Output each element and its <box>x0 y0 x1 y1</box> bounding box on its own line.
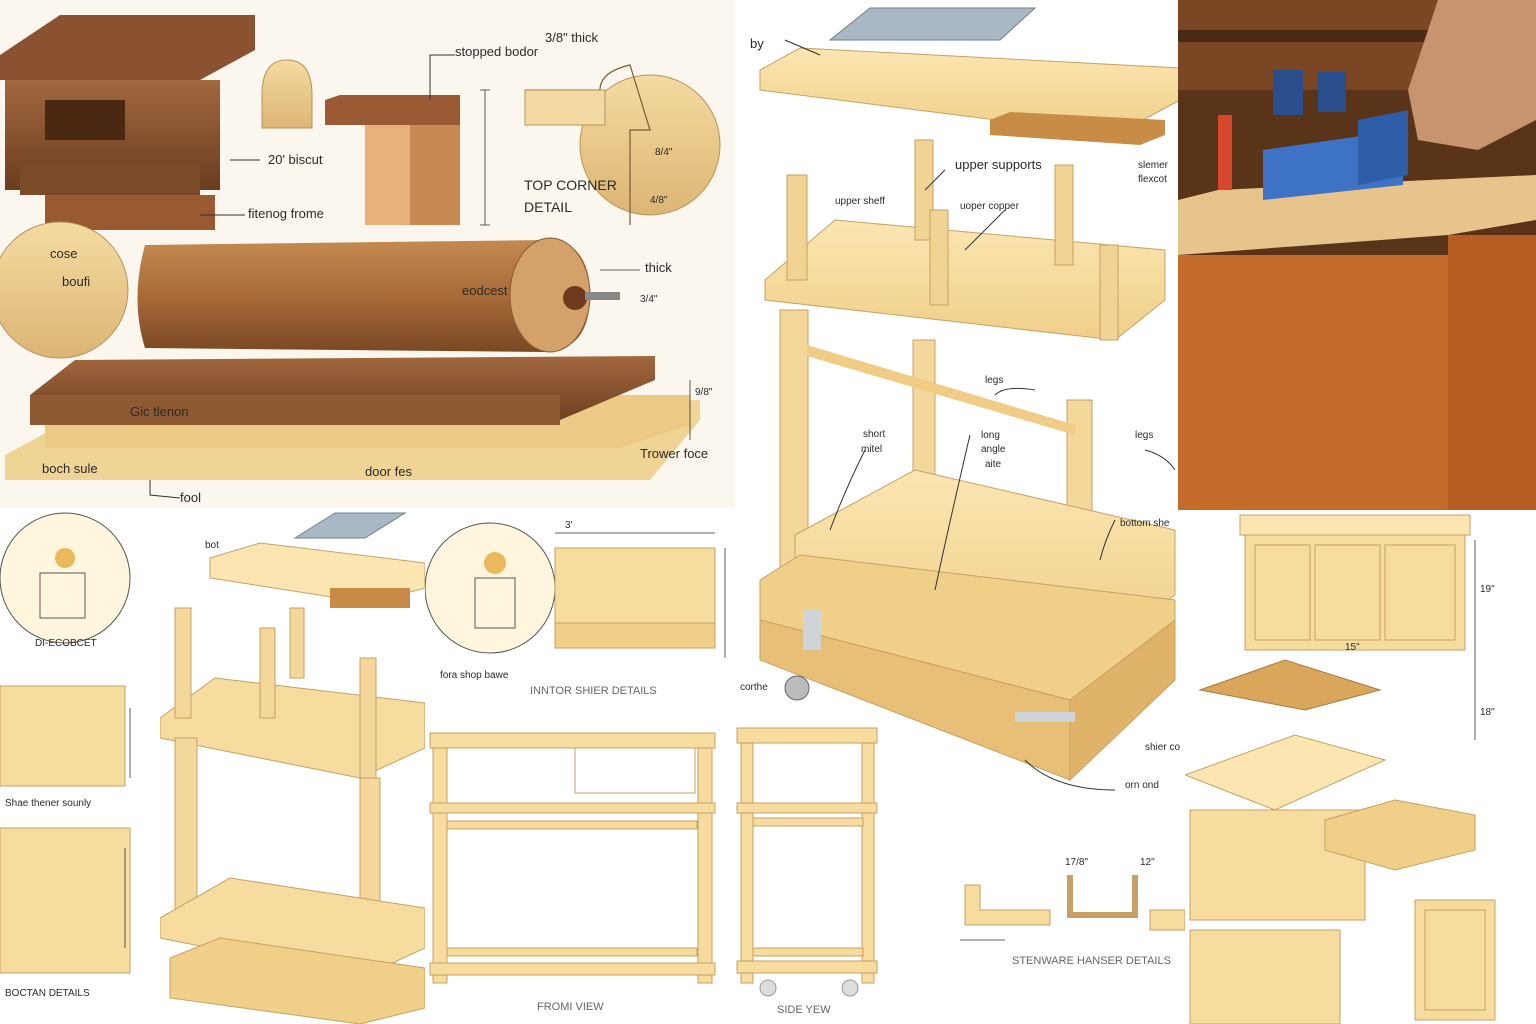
label-bot: bot <box>205 540 219 551</box>
label-biscut: 20' biscut <box>268 152 323 167</box>
tenon-block <box>325 95 460 225</box>
label-fool: fool <box>180 490 201 505</box>
label-upper-shelf: upper sheff <box>835 196 885 207</box>
cabinet-front <box>1239 514 1476 740</box>
label-angle: angle <box>981 444 1006 455</box>
label-thick: 3/8" thick <box>545 30 599 45</box>
label-mitel: mitel <box>861 444 882 455</box>
label-dim3: 18" <box>1480 707 1495 718</box>
label-front-view: FROMI VIEW <box>537 1001 604 1013</box>
label-tlenon: Gic tlenon <box>130 404 189 419</box>
label-d2: 12" <box>1140 857 1155 868</box>
interior-shelf-panel: 3' fora shop bawe INNTOR SHIER DETAILS <box>425 508 735 713</box>
label-shae: Shae thener sounly <box>5 798 91 809</box>
upper-shelf <box>764 139 1166 341</box>
label-dim: 3' <box>565 520 573 531</box>
label-upper-supports: upper supports <box>955 157 1042 172</box>
cabinet-panel: 19" 15" 18" <box>1185 510 1536 1024</box>
round-log <box>137 237 620 353</box>
label-bottom-shelf: bottom she <box>1120 518 1170 529</box>
label-interior: INNTOR SHIER DETAILS <box>530 685 657 697</box>
label-dim1: 19" <box>1480 584 1495 595</box>
label-fitenog: fitenog frome <box>248 206 324 221</box>
label-stopped: stopped bodor <box>455 44 539 59</box>
label-frac1: 3/4" <box>640 294 658 305</box>
mortise-block <box>0 15 255 230</box>
label-legs-1: legs <box>985 375 1003 386</box>
exploded-cart-panel: by upper sheff upper supports uoper copp… <box>735 0 1180 830</box>
left-details-panel: DI-ECOBCET Shae thener sounly BOCTAN DET… <box>0 508 160 1024</box>
label-long: long <box>981 430 1000 441</box>
label-short: short <box>863 429 885 440</box>
label-detail: DETAIL <box>524 199 572 215</box>
label-boch: boch sule <box>42 461 98 476</box>
small-cart-panel: bot <box>160 508 425 1024</box>
label-eodcest: eodcest <box>462 283 508 298</box>
label-side-view: SIDE YEW <box>777 1004 831 1016</box>
front-view <box>429 732 716 984</box>
label-shier: shier co <box>1145 742 1180 753</box>
label-dim2: 15" <box>1345 642 1360 653</box>
label-aite: aite <box>985 459 1002 470</box>
label-corthe: corthe <box>740 682 768 693</box>
joint-details-panel: 3/8" thick stopped bodor 20' biscut fite… <box>0 0 735 508</box>
label-orn: orn ond <box>1125 780 1159 791</box>
workshop-photo <box>1178 0 1536 510</box>
label-frac4: 9/8" <box>695 387 713 398</box>
label-boctan: BOCTAN DETAILS <box>5 988 90 999</box>
label-door: door fes <box>365 464 412 479</box>
board-stack <box>5 356 700 480</box>
side-view <box>736 727 878 997</box>
label-trower: Trower foce <box>640 446 708 461</box>
label-top-corner: TOP CORNER <box>524 177 617 193</box>
label-flexcot: flexcot <box>1138 174 1167 185</box>
label-by: by <box>750 36 764 51</box>
cart-frame <box>759 309 1176 782</box>
label-det: DI-ECOBCET <box>35 638 97 649</box>
top-corner-detail <box>524 64 721 225</box>
profile-details-panel: 17/8" 12" STENWARE HANSER DETAILS <box>885 830 1185 1024</box>
label-boufi: boufi <box>62 274 90 289</box>
label-d1: 17/8" <box>1065 857 1088 868</box>
label-fora: fora shop bawe <box>440 670 509 681</box>
label-legs-2: legs <box>1135 430 1153 441</box>
label-slemer: slemer <box>1138 160 1169 171</box>
label-upper-copper: uoper copper <box>960 201 1020 212</box>
label-frac3: 4/8" <box>650 195 668 206</box>
label-thick2: thick <box>645 260 672 275</box>
label-frac2: 8/4" <box>655 147 673 158</box>
cabinet-exploded <box>1185 734 1496 1024</box>
label-steware: STENWARE HANSER DETAILS <box>1012 955 1171 967</box>
label-cose: cose <box>50 246 77 261</box>
elevation-views-panel: FROMI VIEW SIDE YEW <box>425 713 885 1024</box>
